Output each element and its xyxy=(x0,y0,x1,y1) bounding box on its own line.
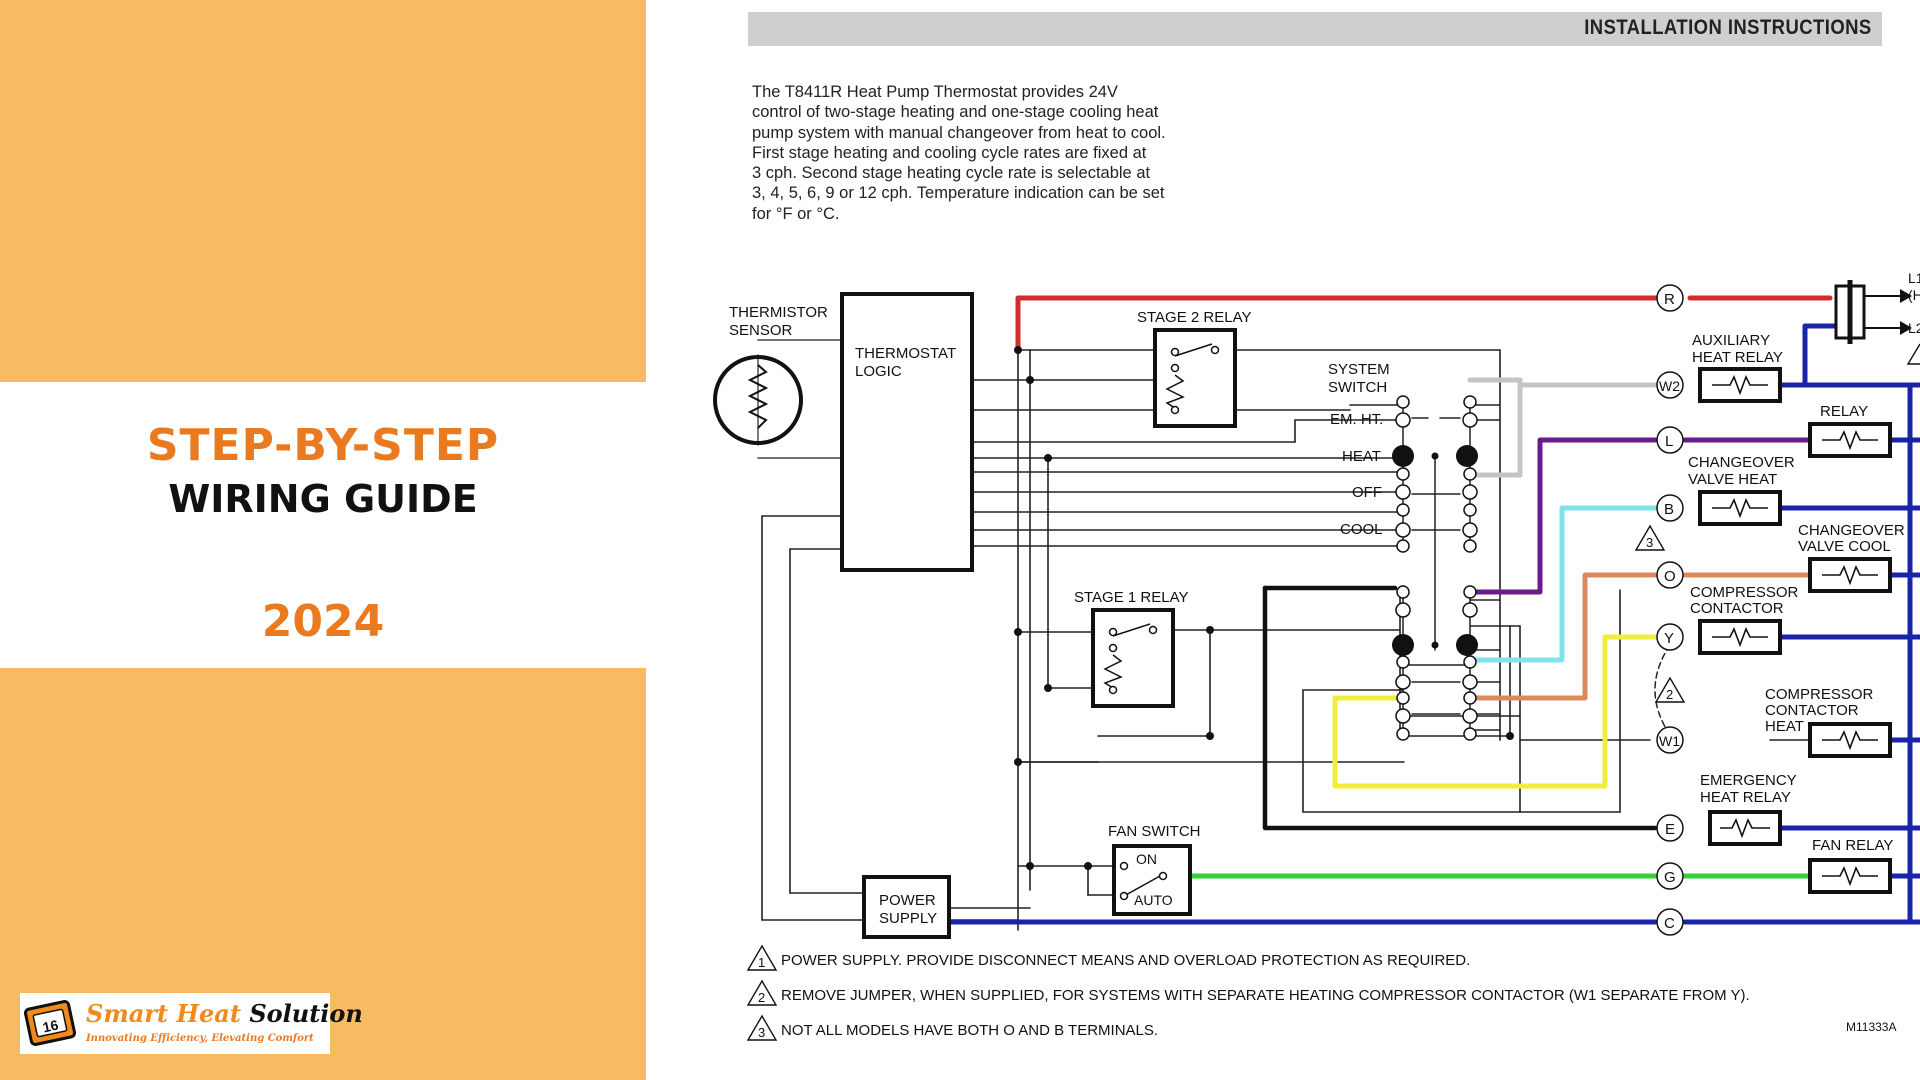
power-label-h: (H xyxy=(1908,287,1920,303)
power-label-l2: L2 xyxy=(1908,320,1920,336)
fan-auto-label: AUTO xyxy=(1134,892,1173,908)
intro-paragraph: The T8411R Heat Pump Thermostat provides… xyxy=(752,82,1252,224)
thermistor-sensor xyxy=(713,355,803,445)
header-bar: INSTALLATION INSTRUCTIONS xyxy=(748,12,1882,46)
thermostat-icon: 16 xyxy=(24,1000,77,1046)
terminal-o: O xyxy=(1664,568,1676,585)
terminal-w2: W2 xyxy=(1659,378,1680,394)
emergency-heat-label: HEAT RELAY xyxy=(1700,789,1791,806)
power-input-terminal xyxy=(1834,280,1920,365)
figure-id: M11333A xyxy=(1846,1020,1896,1034)
internal-wires xyxy=(761,299,1846,931)
intro-line: for °F or °C. xyxy=(752,204,840,223)
compressor-contactor-label: CONTACTOR xyxy=(1690,600,1784,617)
switch-junctions xyxy=(1014,346,1514,870)
note-2-text: REMOVE JUMPER, WHEN SUPPLIED, FOR SYSTEM… xyxy=(781,987,1750,1004)
thermostat-logic-label: THERMOSTAT xyxy=(855,345,956,362)
stage2-relay-contacts xyxy=(1165,343,1220,415)
terminal-w1: W1 xyxy=(1659,733,1680,749)
stage2-relay xyxy=(1153,328,1237,428)
changeover-heat-label: CHANGEOVER xyxy=(1688,454,1795,471)
intro-line: The T8411R Heat Pump Thermostat provides… xyxy=(752,83,1118,101)
terminal-y: Y xyxy=(1664,630,1674,647)
power-supply-label: SUPPLY xyxy=(879,910,937,927)
fan-switch-contacts xyxy=(1119,861,1168,901)
power-supply-box xyxy=(862,875,951,939)
brand-logo: 16 Smart Heat Solution Innovating Effici… xyxy=(20,993,363,1054)
compressor-heat-label: COMPRESSOR xyxy=(1765,686,1874,703)
switch-cool: COOL xyxy=(1340,521,1383,538)
fan-switch-label: FAN SWITCH xyxy=(1108,823,1201,840)
wiring-diagram: THERMISTOR SENSOR THERMOSTAT LOGIC STAGE… xyxy=(713,270,1920,1041)
terminal-e: E xyxy=(1665,821,1675,838)
jumper-wire xyxy=(1654,644,1671,736)
banner-band xyxy=(0,382,646,668)
fan-on-label: ON xyxy=(1136,851,1157,867)
logo-name-part1: Smart Heat xyxy=(86,999,241,1028)
warning-mark-2-num: 2 xyxy=(1666,687,1673,702)
logo-icon-text: 16 xyxy=(41,1016,60,1035)
note-1: 1 POWER SUPPLY. PROVIDE DISCONNECT MEANS… xyxy=(746,944,1470,971)
note-2-num: 2 xyxy=(758,990,765,1005)
switch-heat: HEAT xyxy=(1342,448,1381,465)
aux-heat-relay-label: HEAT RELAY xyxy=(1692,349,1783,366)
terminal-l: L xyxy=(1665,433,1673,450)
note-1-num: 1 xyxy=(758,955,765,970)
note-3-num: 3 xyxy=(758,1025,765,1040)
intro-line: control of two-stage heating and one-sta… xyxy=(752,103,1159,122)
logo-tagline: Innovating Efficiency, Elevating Comfort xyxy=(86,1033,314,1044)
compressor-heat-label: HEAT xyxy=(1765,718,1804,735)
note-3: 3 NOT ALL MODELS HAVE BOTH O AND B TERMI… xyxy=(746,1014,1158,1041)
logo-name-part2: Solution xyxy=(249,999,363,1028)
compressor-heat-label: CONTACTOR xyxy=(1765,702,1859,719)
banner-year: 2024 xyxy=(261,596,385,647)
banner-title-line1: STEP-BY-STEP xyxy=(146,420,500,471)
warning-mark-3: 3 xyxy=(1634,524,1666,551)
changeover-cool-label: VALVE COOL xyxy=(1798,538,1891,555)
compressor-contactor-label: COMPRESSOR xyxy=(1690,584,1799,601)
warning-mark-2: 2 xyxy=(1654,676,1686,703)
changeover-cool-label: CHANGEOVER xyxy=(1798,522,1905,539)
note-3-text: NOT ALL MODELS HAVE BOTH O AND B TERMINA… xyxy=(781,1022,1158,1039)
relay-coils xyxy=(1698,367,1892,894)
terminal-b: B xyxy=(1664,501,1674,518)
thermistor-label: THERMISTOR xyxy=(729,304,828,321)
thermostat-logic-label: LOGIC xyxy=(855,363,902,380)
terminal-g: G xyxy=(1664,869,1676,886)
note-2: 2 REMOVE JUMPER, WHEN SUPPLIED, FOR SYST… xyxy=(746,979,1750,1006)
fan-relay-label: FAN RELAY xyxy=(1812,837,1893,854)
terminal-strip: R W2 L B O Y W1 E G C xyxy=(1656,284,1684,936)
thermistor-label: SENSOR xyxy=(729,322,793,339)
banner-title-line2: WIRING GUIDE xyxy=(168,477,478,521)
switch-off: OFF xyxy=(1352,484,1382,501)
intro-line: First stage heating and cooling cycle ra… xyxy=(752,143,1147,162)
emergency-heat-label: EMERGENCY xyxy=(1700,772,1797,789)
power-label-l1: L1 xyxy=(1908,270,1920,286)
aux-heat-relay-label: AUXILIARY xyxy=(1692,332,1770,349)
terminal-r: R xyxy=(1664,291,1675,308)
relay-label: RELAY xyxy=(1820,403,1868,420)
thermostat-logic-box xyxy=(840,292,974,572)
colored-wires xyxy=(946,295,1920,925)
system-switch-label: SYSTEM xyxy=(1328,361,1390,378)
stage1-relay-contacts xyxy=(1103,623,1158,695)
logo-name: Smart Heat Solution xyxy=(86,999,363,1028)
stage1-relay xyxy=(1091,608,1175,708)
terminal-c: C xyxy=(1664,915,1675,932)
intro-line: pump system with manual changeover from … xyxy=(752,123,1166,142)
relay-labels: AUXILIARY HEAT RELAY RELAY CHANGEOVER VA… xyxy=(1688,332,1905,854)
warning-mark-3-num: 3 xyxy=(1646,535,1653,550)
relay-coil-symbols xyxy=(1712,375,1878,887)
header-title: INSTALLATION INSTRUCTIONS xyxy=(1584,16,1872,39)
system-switch-label: SWITCH xyxy=(1328,379,1387,396)
stage2-relay-label: STAGE 2 RELAY xyxy=(1137,309,1252,326)
note-1-text: POWER SUPPLY. PROVIDE DISCONNECT MEANS A… xyxy=(781,952,1470,969)
power-supply-label: POWER xyxy=(879,892,936,909)
system-switch-contacts xyxy=(1395,395,1478,741)
intro-line: 3 cph. Second stage heating cycle rate i… xyxy=(752,164,1151,183)
intro-line: 3, 4, 5, 6, 9 or 12 cph. Temperature ind… xyxy=(752,184,1165,203)
stage1-relay-label: STAGE 1 RELAY xyxy=(1074,589,1189,606)
switch-em-ht: EM. HT. xyxy=(1330,411,1383,428)
changeover-heat-label: VALVE HEAT xyxy=(1688,471,1777,488)
